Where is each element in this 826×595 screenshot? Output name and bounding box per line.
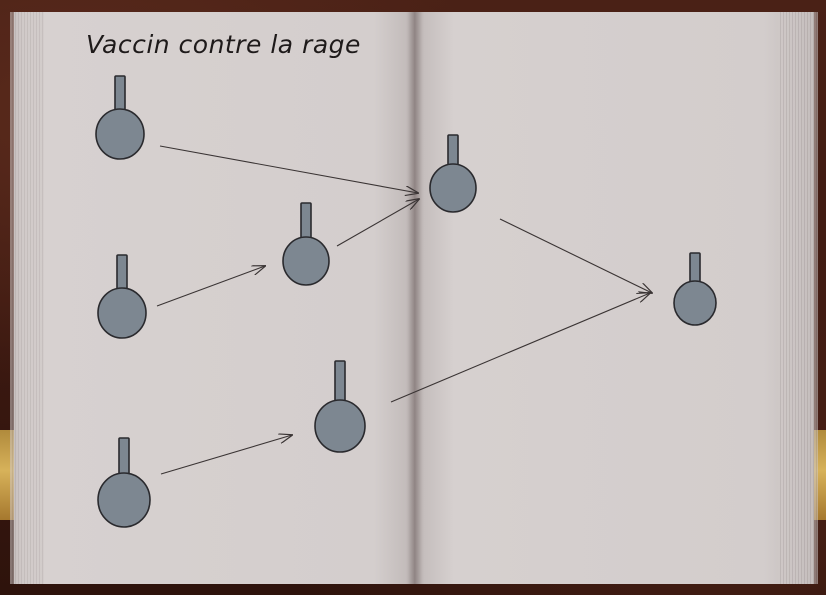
right-page: [414, 12, 818, 584]
connection-arrow-3: [336, 199, 419, 247]
flask-2[interactable]: [97, 254, 147, 339]
flask-bulb: [314, 399, 366, 453]
connection-arrow-1: [159, 145, 418, 193]
flask-bulb: [97, 472, 151, 528]
flask-5[interactable]: [429, 134, 477, 213]
page-title: Vaccin contre la rage: [86, 30, 361, 59]
book-spine: [406, 12, 424, 584]
flask-bulb: [95, 108, 145, 160]
flask-4[interactable]: [314, 360, 366, 453]
connection-arrow-2: [156, 266, 265, 307]
flask-bulb: [282, 236, 330, 286]
arrows-layer: [156, 145, 652, 475]
flask-3[interactable]: [282, 202, 330, 286]
flask-1[interactable]: [95, 75, 145, 160]
left-page-edges: [10, 12, 44, 584]
connection-arrow-4: [160, 435, 292, 475]
right-page-edges: [778, 12, 818, 584]
flask-7[interactable]: [673, 252, 717, 326]
flask-bulb: [429, 163, 477, 213]
flask-bulb: [673, 280, 717, 326]
flask-6[interactable]: [97, 437, 151, 528]
left-page: [10, 12, 414, 584]
flasks-layer: [95, 75, 717, 528]
open-notebook: [10, 12, 818, 584]
connection-arrow-5: [390, 293, 650, 403]
connection-arrow-6: [499, 218, 652, 293]
flask-bulb: [97, 287, 147, 339]
